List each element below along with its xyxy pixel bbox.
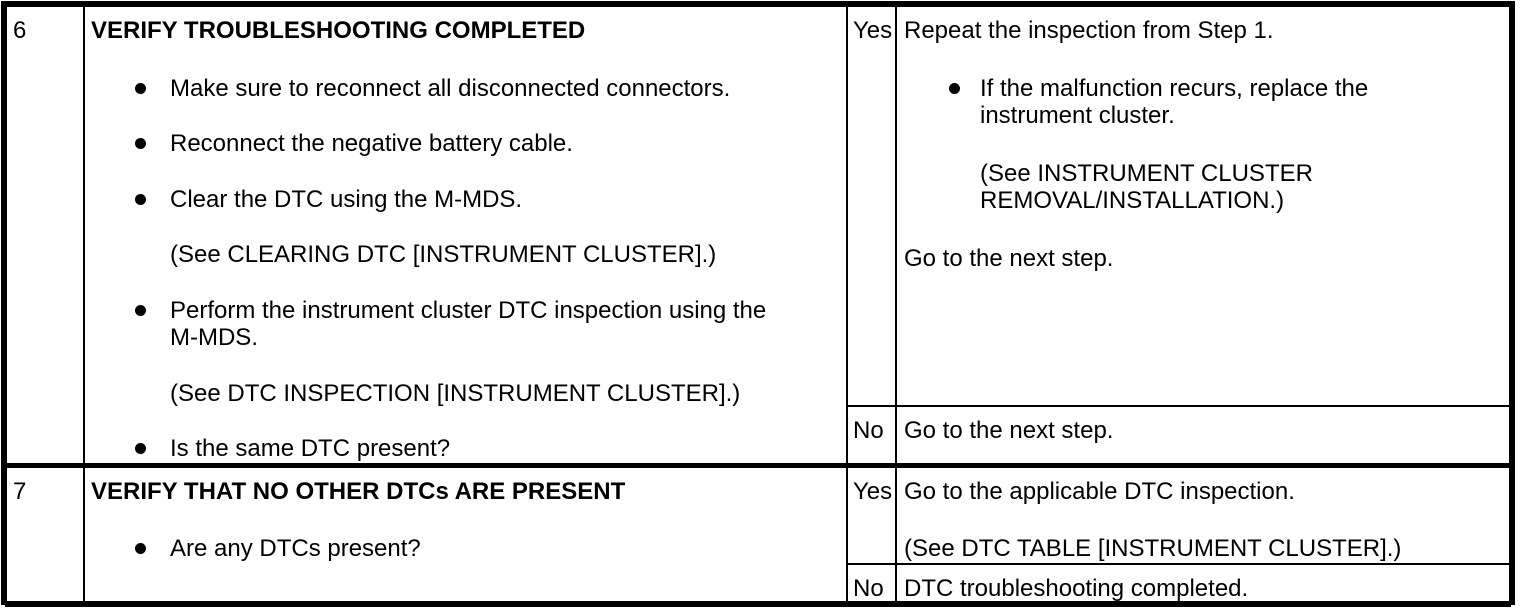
bullet-icon: [135, 304, 146, 316]
row-step6-no: No Go to the next step.: [6, 405, 1511, 466]
bullet-icon: [135, 138, 146, 149]
bullet-icon: [135, 82, 146, 94]
step-number: 7: [13, 477, 27, 505]
step-number-cell: 7: [5, 462, 85, 607]
step-number-cell: 6: [5, 5, 85, 466]
yes-cell: Yes: [846, 4, 897, 408]
list-item: If the malfunction recurs, replace the i…: [949, 75, 1505, 130]
yes-label: Yes: [853, 17, 893, 44]
list-item: Perform the instrument cluster DTC inspe…: [135, 297, 840, 352]
list-item: Clear the DTC using the M-MDS.: [135, 186, 840, 214]
bullet-text: If the malfunction recurs, replace the i…: [980, 74, 1369, 130]
bullet-icon: [135, 443, 146, 454]
bullet-text: Are any DTCs present?: [170, 535, 421, 562]
no-cell: No: [846, 562, 897, 607]
bullet-text: Is the same DTC present?: [170, 435, 451, 462]
bullet-icon: [949, 82, 960, 94]
step7-action-cell: VERIFY THAT NO OTHER DTCs ARE PRESENT Ar…: [83, 462, 848, 607]
list-item: Reconnect the negative battery cable.: [135, 130, 840, 158]
result-text: DTC troubleshooting completed.: [904, 574, 1249, 602]
list-item: Make sure to reconnect all disconnected …: [135, 75, 840, 103]
step-number: 6: [13, 17, 27, 44]
bullet-icon: [135, 193, 146, 205]
list-item: Are any DTCs present?: [135, 535, 840, 563]
step7-yes-result-cell: Go to the applicable DTC inspection. (Se…: [895, 462, 1511, 565]
step7-action-title: VERIFY THAT NO OTHER DTCs ARE PRESENT: [91, 477, 626, 505]
yes-cell: Yes: [846, 462, 897, 565]
bullet-text: Reconnect the negative battery cable.: [170, 130, 573, 157]
bullet-text: Make sure to reconnect all disconnected …: [170, 74, 731, 102]
step6-action-title: VERIFY TROUBLESHOOTING COMPLETED: [91, 17, 586, 44]
row-step7-no: No DTC troubleshooting completed.: [6, 562, 1511, 607]
result-text: Go to the applicable DTC inspection.: [904, 477, 1295, 505]
yes-label: Yes: [853, 477, 893, 505]
row-step6-yes: 6 VERIFY TROUBLESHOOTING COMPLETED Make …: [5, 4, 1511, 466]
step6-yes-result-cell: Repeat the inspection from Step 1. If th…: [895, 4, 1511, 408]
bullet-icon: [135, 543, 146, 554]
step6-action-cell: VERIFY TROUBLESHOOTING COMPLETED Make su…: [83, 5, 848, 466]
troubleshooting-table: 6 VERIFY TROUBLESHOOTING COMPLETED Make …: [5, 4, 1511, 607]
no-cell: No: [846, 405, 897, 466]
result-text: Go to the next step.: [904, 417, 1114, 445]
bullet-text: Clear the DTC using the M-MDS.: [170, 185, 523, 213]
step7-no-result-cell: DTC troubleshooting completed.: [895, 562, 1511, 607]
row-step7-yes: 7 VERIFY THAT NO OTHER DTCs ARE PRESENT …: [5, 462, 1511, 607]
result-text: Repeat the inspection from Step 1.: [904, 17, 1274, 44]
step6-no-result-cell: Go to the next step.: [895, 405, 1511, 466]
no-label: No: [853, 574, 884, 602]
see-reference: (See INSTRUMENT CLUSTER REMOVAL/INSTALLA…: [980, 159, 1313, 215]
result-text: Go to the next step.: [904, 244, 1114, 272]
list-item: Is the same DTC present?: [135, 435, 840, 463]
see-reference: (See DTC TABLE [INSTRUMENT CLUSTER].): [904, 535, 1402, 562]
no-label: No: [853, 417, 884, 445]
bullet-text: Perform the instrument cluster DTC inspe…: [170, 296, 767, 352]
see-reference: (See CLEARING DTC [INSTRUMENT CLUSTER].): [170, 241, 717, 268]
see-reference: (See DTC INSPECTION [INSTRUMENT CLUSTER]…: [170, 379, 741, 407]
